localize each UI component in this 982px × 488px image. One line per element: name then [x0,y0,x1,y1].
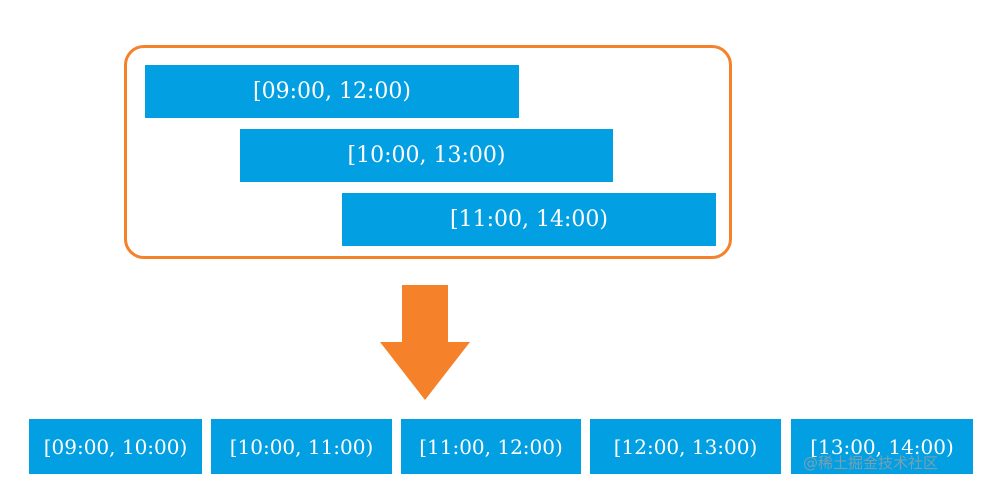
down-arrow-icon [380,285,470,400]
output-interval-bar: [09:00, 10:00) [29,419,202,474]
input-interval-bar: [09:00, 12:00) [145,65,519,118]
output-interval-bar: [11:00, 12:00) [401,419,581,474]
output-interval-bar: [12:00, 13:00) [590,419,781,474]
interval-label: [13:00, 14:00) [810,434,954,459]
interval-label: [09:00, 12:00) [253,79,411,104]
input-group-frame [124,45,732,259]
output-interval-bar: [13:00, 14:00) [791,419,973,474]
interval-label: [09:00, 10:00) [43,434,188,459]
interval-label: [10:00, 13:00) [347,143,506,168]
input-interval-bar: [11:00, 14:00) [342,193,716,246]
input-interval-bar: [10:00, 13:00) [240,129,613,182]
watermark-text: @稀土掘金技术社区 [803,454,939,472]
interval-label: [11:00, 14:00) [450,207,608,232]
interval-label: [11:00, 12:00) [419,434,563,459]
interval-label: [12:00, 13:00) [613,434,758,459]
output-interval-bar: [10:00, 11:00) [211,419,392,474]
interval-label: [10:00, 11:00) [229,434,374,459]
